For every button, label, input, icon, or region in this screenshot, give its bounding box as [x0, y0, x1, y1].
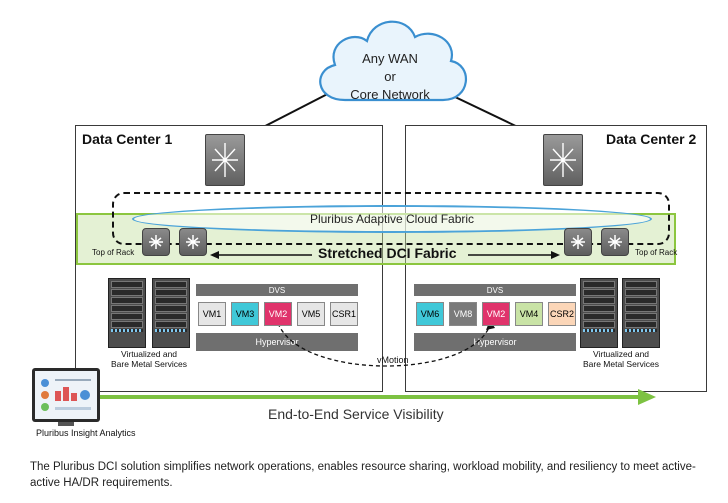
tor-switch-4-icon [601, 228, 629, 256]
wan-cloud-icon [319, 20, 467, 102]
analytics-label: Pluribus Insight Analytics [36, 428, 136, 438]
vm-box-right-4: CSR2 [548, 302, 576, 326]
tor-label-right: Top of Rack [635, 248, 678, 257]
server-rack-icon [108, 278, 146, 348]
data-center-1-title: Data Center 1 [82, 131, 173, 147]
service-visibility-label: End-to-End Service Visibility [268, 406, 444, 422]
vm-box-left-2: VM2 [264, 302, 292, 326]
vmotion-label: vMotion [377, 355, 409, 365]
adaptive-cloud-fabric-label: Pluribus Adaptive Cloud Fabric [309, 212, 475, 226]
wan-line-2: or [384, 69, 396, 84]
server-rack-icon [622, 278, 660, 348]
wan-cloud-label: Any WAN or Core Network [330, 50, 450, 104]
rack-label-right: Virtualized and Bare Metal Services [574, 349, 668, 370]
rack-label-right-line1: Virtualized and [592, 349, 650, 359]
tor-label-left: Top of Rack [92, 248, 135, 257]
tor-switch-2-icon [179, 228, 207, 256]
vm-box-right-0: VM6 [416, 302, 444, 326]
data-center-2-title: Data Center 2 [606, 131, 697, 147]
rack-label-left-line2: Bare Metal Services [110, 358, 188, 369]
rack-label-left-line1: Virtualized and [120, 349, 178, 359]
vm-box-left-3: VM5 [297, 302, 325, 326]
fabric-dashed-boundary [112, 192, 670, 245]
server-rack-icon [580, 278, 618, 348]
core-switch-right-icon [543, 134, 583, 186]
analytics-monitor-icon [32, 368, 100, 422]
stretched-dci-fabric-label: Stretched DCI Fabric [318, 245, 457, 261]
vm-box-left-0: VM1 [198, 302, 226, 326]
vm-box-right-2: VM2 [482, 302, 510, 326]
hypervisor-bar-right: Hypervisor [414, 333, 576, 351]
wan-line-1: Any WAN [362, 51, 418, 66]
caption-text: The Pluribus DCI solution simplifies net… [30, 461, 696, 489]
rack-label-right-line2: Bare Metal Services [582, 358, 660, 369]
rack-label-left: Virtualized and Bare Metal Services [104, 349, 194, 370]
vm-box-left-4: CSR1 [330, 302, 358, 326]
vm-box-right-3: VM4 [515, 302, 543, 326]
dvs-bar-right: DVS [414, 284, 576, 296]
wan-line-3: Core Network [350, 87, 430, 102]
core-switch-left-icon [205, 134, 245, 186]
dvs-bar-left: DVS [196, 284, 358, 296]
tor-switch-1-icon [142, 228, 170, 256]
vm-box-left-1: VM3 [231, 302, 259, 326]
vm-box-right-1: VM8 [449, 302, 477, 326]
hypervisor-bar-left: Hypervisor [196, 333, 358, 351]
server-rack-icon [152, 278, 190, 348]
monitor-stand-icon [58, 422, 74, 426]
tor-switch-3-icon [564, 228, 592, 256]
